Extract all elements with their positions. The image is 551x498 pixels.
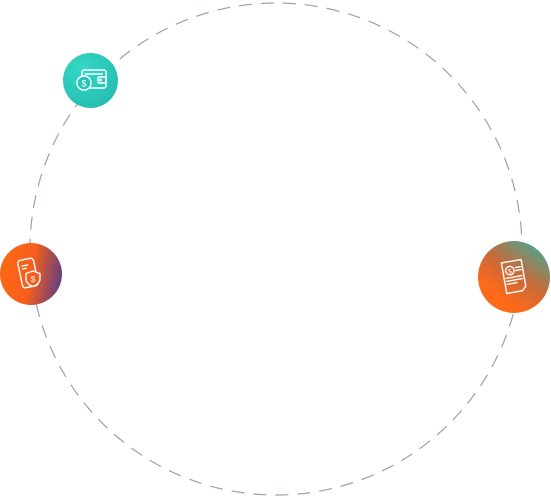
wallet-badge[interactable]: $ — [63, 53, 118, 108]
svg-text:$: $ — [81, 78, 86, 88]
invoice-badge[interactable]: $ — [478, 241, 550, 313]
svg-text:$: $ — [508, 268, 513, 276]
wallet-money-icon: $ — [75, 68, 107, 91]
svg-text:$: $ — [31, 275, 36, 284]
mobile-payment-badge[interactable]: $ — [0, 243, 62, 305]
invoice-dollar-icon: $ — [500, 258, 527, 295]
mobile-payment-shield-icon: $ — [17, 257, 41, 289]
